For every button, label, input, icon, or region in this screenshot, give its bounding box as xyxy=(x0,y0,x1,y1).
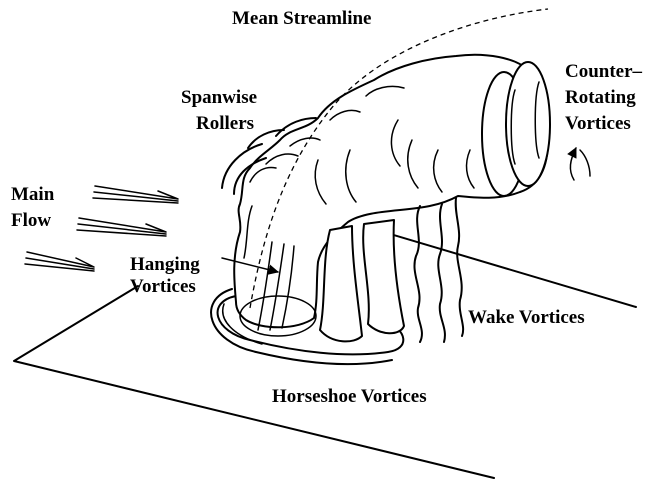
label-hanging-vortices-line1: Hanging xyxy=(130,254,200,275)
label-counter-rotating-line2: Rotating xyxy=(565,87,636,108)
label-counter-rotating-line1: Counter– xyxy=(565,61,643,82)
label-main-flow-line1: Main xyxy=(11,184,55,205)
counter-rotating-arrows xyxy=(570,148,590,180)
label-spanwise-rollers-line2: Rollers xyxy=(196,113,254,134)
label-mean-streamline: Mean Streamline xyxy=(232,8,372,29)
label-wake-vortices: Wake Vortices xyxy=(468,307,585,328)
label-hanging-vortices-line2: Vortices xyxy=(130,276,196,297)
label-counter-rotating-line3: Vortices xyxy=(565,113,631,134)
label-main-flow-line2: Flow xyxy=(11,210,51,231)
label-horseshoe-vortices: Horseshoe Vortices xyxy=(272,386,427,407)
label-spanwise-rollers-line1: Spanwise xyxy=(181,87,257,108)
counter-rotating-vortex-pair xyxy=(482,62,550,196)
